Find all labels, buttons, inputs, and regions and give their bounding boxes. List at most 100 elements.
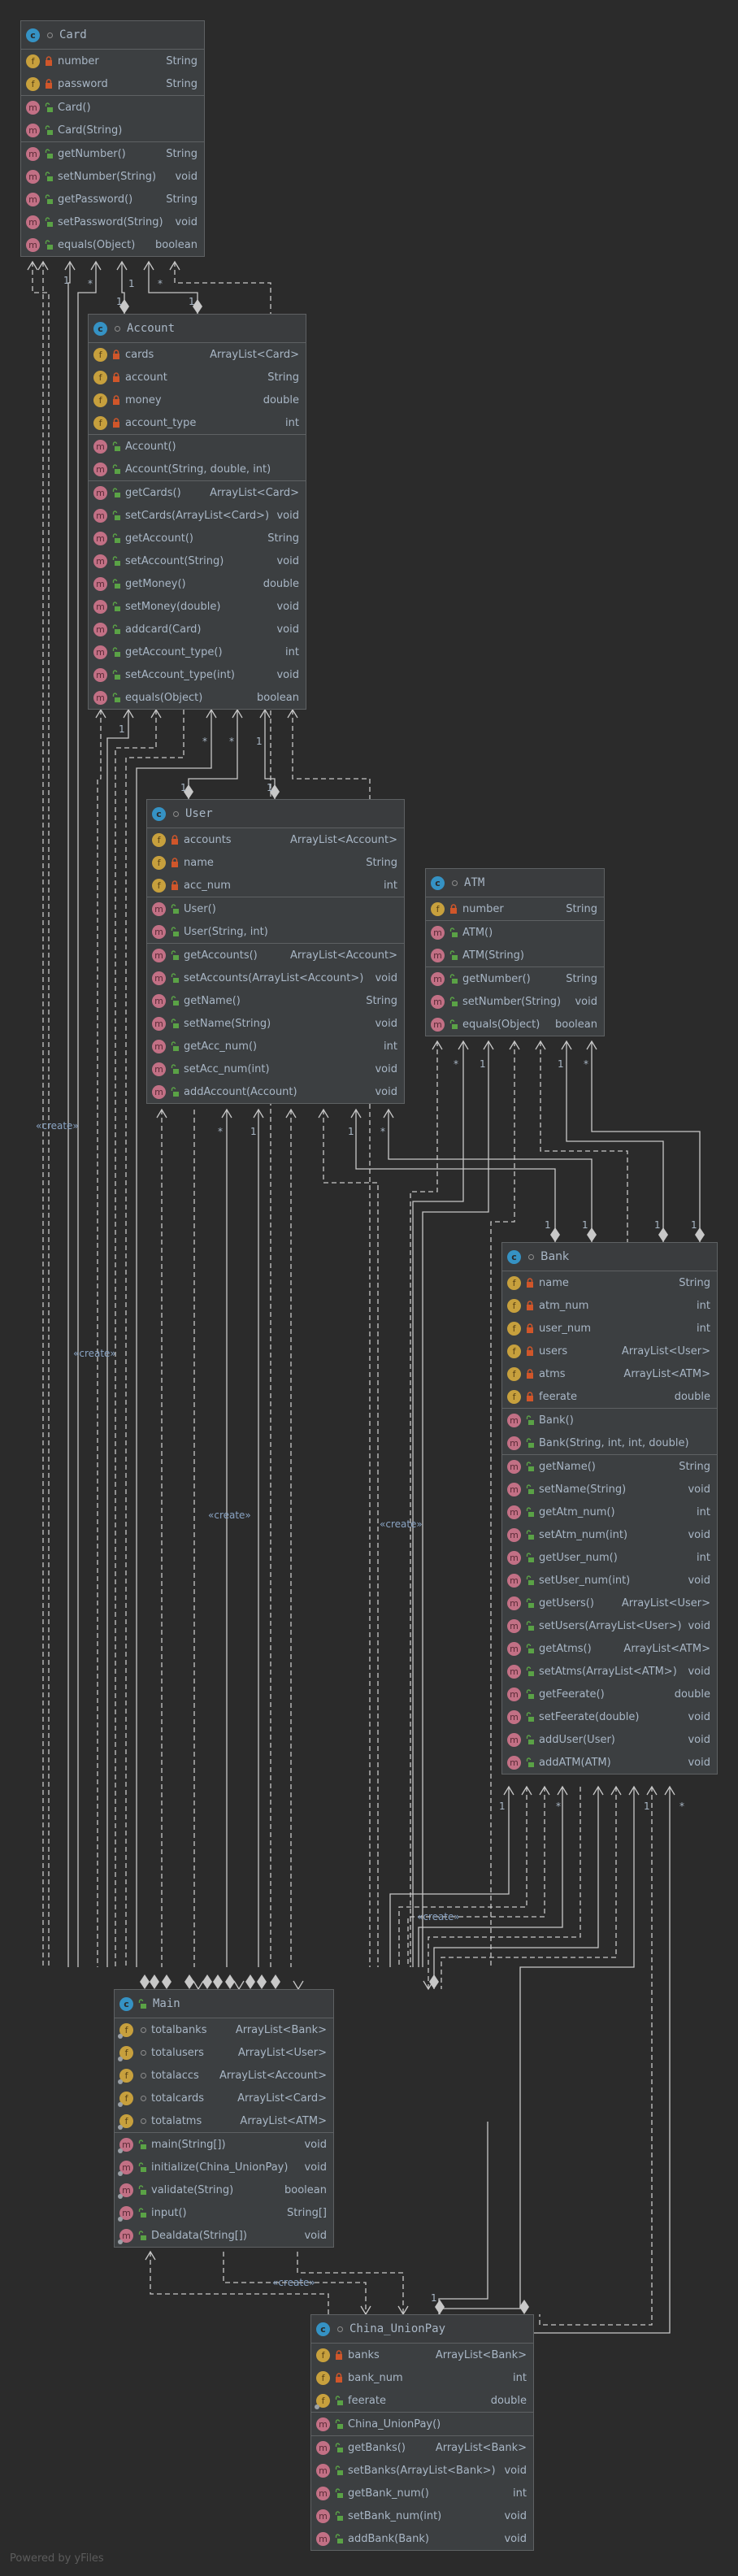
dependency-edge[interactable] [539,1787,653,2326]
association-edge[interactable] [591,1041,701,1242]
association-edge[interactable] [523,1787,671,2334]
association-edge[interactable] [355,1110,556,1242]
association-edge[interactable] [388,1110,593,1242]
association-edge[interactable] [439,1787,635,2314]
association-edge[interactable] [412,1041,464,1967]
dependency-edge[interactable] [292,710,371,1967]
dependency-edge[interactable] [150,2252,329,2314]
association-edge[interactable] [418,1787,563,1967]
dependency-edge[interactable] [407,1787,545,1967]
association-edge[interactable] [566,1041,664,1242]
dependency-edge[interactable] [97,710,102,1967]
association-edge[interactable] [67,262,71,1967]
dependency-edge[interactable] [323,1110,379,1967]
association-edge[interactable] [77,262,97,1967]
dependency-edge[interactable] [398,1787,527,1967]
dependency-edge[interactable] [174,262,271,1967]
dependency-edge[interactable] [32,262,50,1967]
dependency-edge[interactable] [223,2252,367,2314]
dependency-edge[interactable] [115,710,157,1967]
dependency-edge[interactable] [428,1787,581,1989]
dependency-edge[interactable] [410,1041,438,1967]
association-edge[interactable] [389,1787,510,1967]
association-edge[interactable] [438,2122,488,2314]
dependency-edge[interactable] [297,2252,404,2314]
association-edge[interactable] [106,710,129,1967]
association-edge[interactable] [188,710,238,799]
